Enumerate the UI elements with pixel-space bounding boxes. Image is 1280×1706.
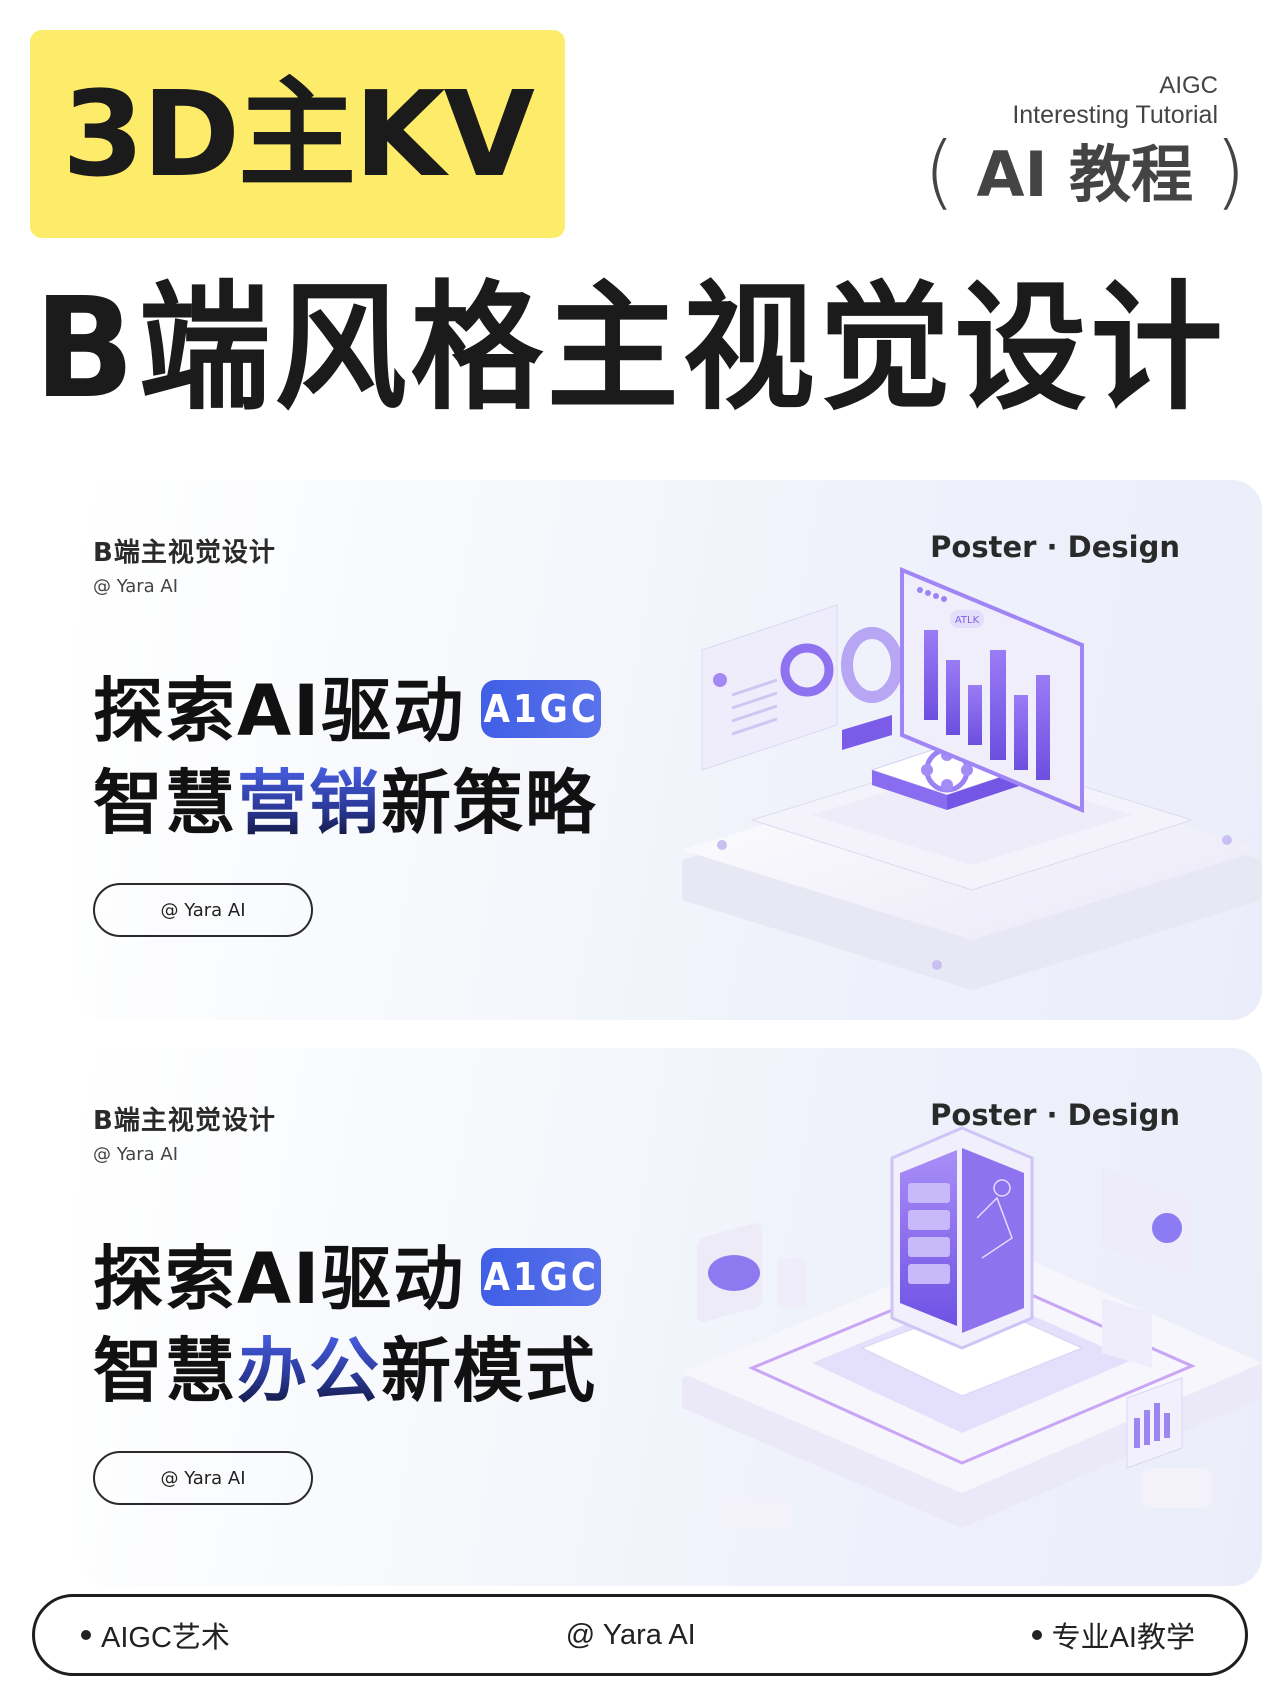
poster-design-label: Poster · Design xyxy=(930,530,1180,564)
bullet-icon xyxy=(81,1630,91,1640)
page-title: B端风格主视觉设计 xyxy=(34,267,1227,430)
brand-line-tutorial: Interesting Tutorial xyxy=(1012,101,1218,129)
isometric-dashboard-illustration: ATLK xyxy=(682,567,1262,990)
aigc-badge: A1GC xyxy=(481,679,602,738)
paren-open: ( xyxy=(923,125,955,218)
headline-highlight: 办公 xyxy=(237,1330,381,1412)
card-author: @ Yara AI xyxy=(93,1144,179,1165)
isometric-server-illustration xyxy=(682,1126,1262,1528)
poster-card-marketing: ATLK B端主视觉设计 @ Yara AI Poster · Design 探… xyxy=(78,480,1262,1020)
title-tag: 3D主KV xyxy=(30,30,565,238)
paren-close: ) xyxy=(1214,125,1246,218)
author-pill-button[interactable]: @ Yara AI xyxy=(93,883,313,937)
poster-design-label: Poster · Design xyxy=(930,1098,1180,1132)
brand-block: AIGC Interesting Tutorial ( AI 教程 ) xyxy=(924,72,1246,214)
footer-item-author: @ Yara AI xyxy=(565,1618,696,1651)
brand-line-aigc: AIGC xyxy=(1159,72,1218,99)
headline-line-2: 智慧营销新策略 xyxy=(93,762,597,844)
author-pill-button[interactable]: @ Yara AI xyxy=(93,1451,313,1505)
svg-text:ATLK: ATLK xyxy=(955,615,980,626)
card-subtitle: B端主视觉设计 xyxy=(93,1106,276,1136)
poster-card-office: B端主视觉设计 @ Yara AI Poster · Design 探索AI驱动… xyxy=(78,1048,1262,1586)
aigc-badge: A1GC xyxy=(481,1247,602,1306)
headline-highlight: 营销 xyxy=(237,762,381,844)
footer-bar: AIGC艺术 @ Yara AI 专业AI教学 xyxy=(32,1594,1248,1676)
footer-item-aigc-art: AIGC艺术 xyxy=(81,1614,230,1656)
footer-item-teaching: 专业AI教学 xyxy=(1031,1614,1195,1656)
card-subtitle: B端主视觉设计 xyxy=(93,538,276,568)
brand-ai-course-text: AI 教程 xyxy=(976,138,1194,211)
card-author: @ Yara AI xyxy=(93,576,179,597)
headline-line-2: 智慧办公新模式 xyxy=(93,1330,597,1412)
bullet-icon xyxy=(1031,1630,1042,1640)
brand-line-ai-course: ( AI 教程 ) xyxy=(924,130,1246,220)
title-tag-text: 3D主KV xyxy=(62,65,535,203)
